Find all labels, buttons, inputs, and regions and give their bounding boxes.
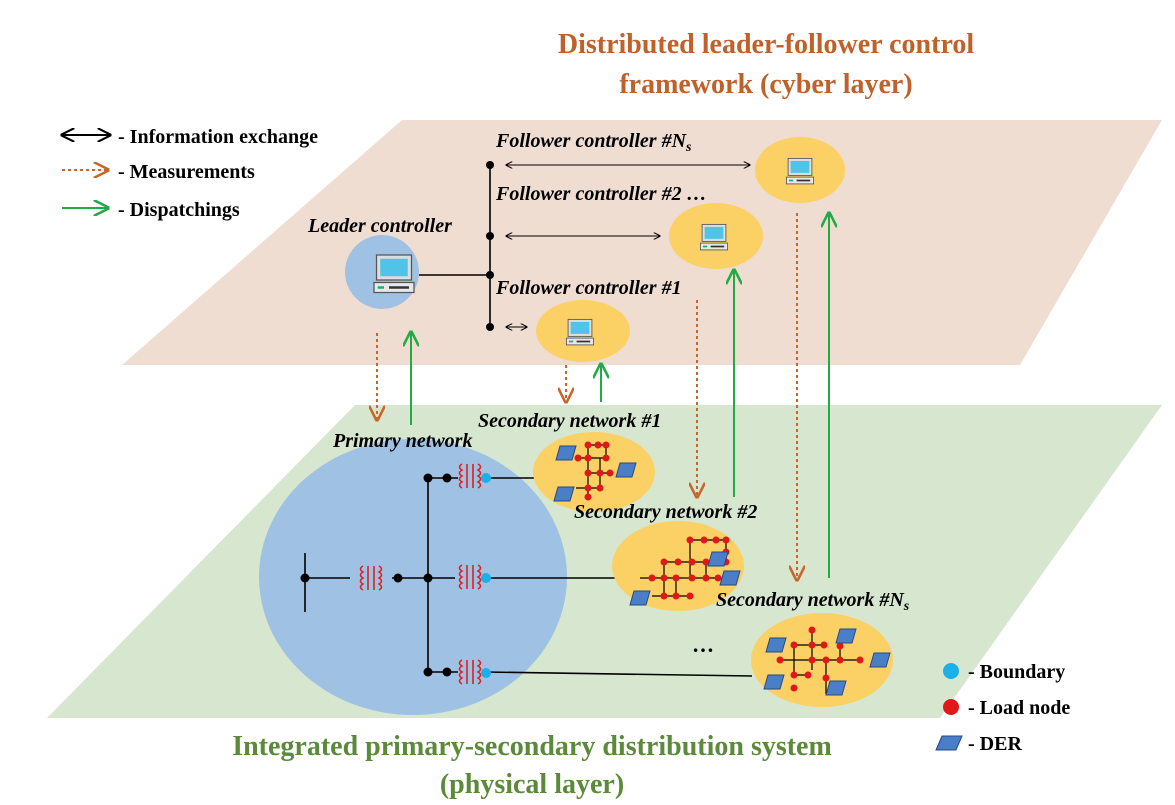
more-networks-ellipsis: … bbox=[692, 632, 714, 657]
secondary-network-2-label: Secondary network #2 bbox=[574, 501, 757, 523]
legend-measurements: - Measurements bbox=[118, 161, 255, 183]
secondary-network-ns-label: Secondary network #Ns bbox=[716, 589, 910, 614]
primary-network: Primary network bbox=[259, 430, 753, 715]
cyber-title-line1: Distributed leader-follower control bbox=[558, 29, 975, 60]
secondary-network-ns-subscript: s bbox=[903, 599, 910, 614]
follower-1-computer-icon bbox=[565, 318, 595, 346]
follower-2-label: Follower controller #2 … bbox=[495, 183, 707, 205]
load-node-legend-icon bbox=[943, 699, 959, 715]
der-legend-icon bbox=[935, 735, 963, 751]
leader-controller-label: Leader controller bbox=[307, 215, 452, 237]
physical-title-line2: (physical layer) bbox=[440, 769, 624, 800]
communication-bus bbox=[419, 161, 750, 331]
legend-top: - Information exchange - Measurements - … bbox=[62, 126, 318, 221]
der-icon bbox=[719, 570, 741, 586]
der-icon bbox=[825, 680, 847, 696]
der-icon bbox=[763, 674, 785, 690]
legend-bottom: - Boundary - Load node - DER bbox=[935, 661, 1070, 755]
physical-title-line1: Integrated primary-secondary distributio… bbox=[232, 731, 832, 762]
follower-ns-subscript: s bbox=[685, 140, 692, 155]
follower-1-label: Follower controller #1 bbox=[495, 277, 682, 299]
secondary-network-2: Secondary network #2 bbox=[574, 501, 757, 611]
der-icon bbox=[555, 445, 577, 461]
der-icon bbox=[707, 551, 729, 567]
cyber-layer: Leader controller Follower controller #N… bbox=[307, 130, 845, 362]
cyber-layer-plane bbox=[122, 120, 1162, 365]
leader-computer-icon bbox=[373, 254, 415, 294]
der-icon bbox=[629, 590, 651, 606]
boundary-node bbox=[481, 473, 491, 483]
dispatch-arrows bbox=[411, 213, 829, 578]
legend-der: - DER bbox=[968, 733, 1022, 755]
secondary-network-ns: Secondary network #Ns bbox=[716, 589, 910, 707]
secondary-network-1-label: Secondary network #1 bbox=[478, 410, 661, 432]
follower-ns-label: Follower controller #Ns bbox=[495, 130, 692, 155]
legend-boundary: - Boundary bbox=[968, 661, 1065, 683]
cyber-title-line2: framework (cyber layer) bbox=[619, 69, 912, 100]
follower-2-computer-icon bbox=[699, 223, 729, 251]
follower-ns-computer-icon bbox=[785, 157, 815, 185]
boundary-node bbox=[481, 668, 491, 678]
der-icon bbox=[615, 462, 637, 478]
boundary-legend-icon bbox=[943, 663, 959, 679]
legend-load-node: - Load node bbox=[968, 697, 1070, 719]
primary-network-disk bbox=[259, 439, 567, 715]
der-icon bbox=[835, 628, 857, 644]
der-icon bbox=[553, 486, 575, 502]
der-icon bbox=[869, 652, 891, 668]
secondary-network-1: Secondary network #1 bbox=[478, 410, 661, 512]
measurement-arrows bbox=[377, 213, 797, 580]
legend-info-exchange: - Information exchange bbox=[118, 126, 318, 148]
boundary-node bbox=[481, 573, 491, 583]
primary-network-label: Primary network bbox=[332, 430, 472, 452]
legend-dispatchings: - Dispatchings bbox=[118, 199, 240, 221]
der-icon bbox=[765, 637, 787, 653]
